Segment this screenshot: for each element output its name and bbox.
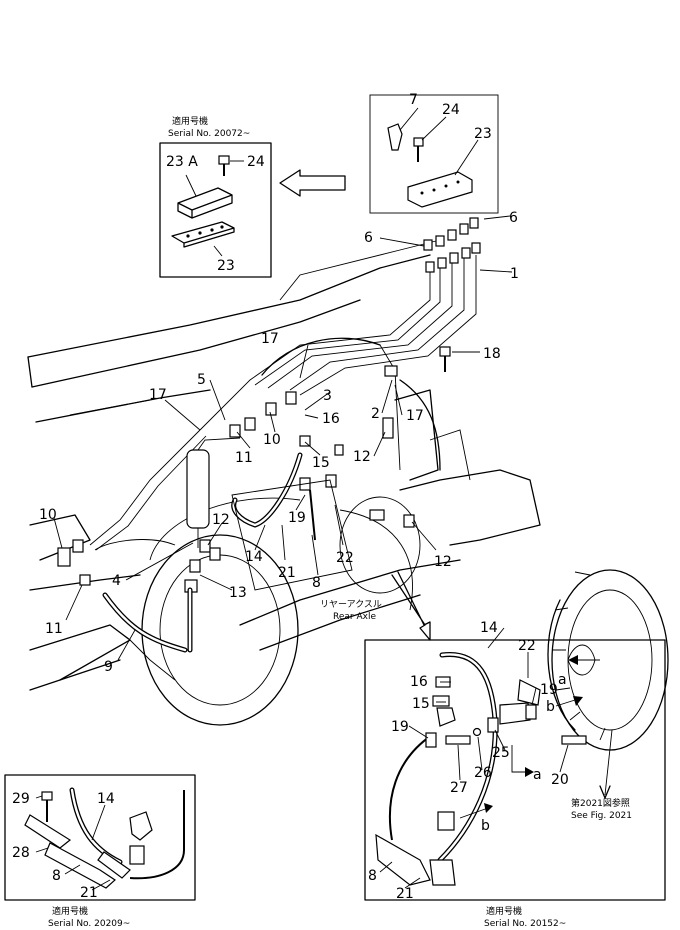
callout-4: 4	[112, 573, 121, 589]
callout-11-main: 11	[235, 450, 253, 466]
plate-23	[171, 221, 235, 248]
bottom-left-inset: 適用号機 Serial No. 20209~ 29 14 28 8 21	[4, 774, 196, 929]
see-fig-jp: 第2021図参照	[571, 797, 630, 809]
accumulator-4	[186, 437, 241, 548]
callout-2: 2	[371, 406, 380, 422]
callout-18: 18	[483, 346, 501, 362]
callout-20: 20	[551, 772, 569, 788]
callout-11-left: 11	[45, 621, 63, 637]
main-diagram: リヤーアクスル Rear Axle 7 24 23 6 6 1 18 17 5	[27, 92, 541, 726]
axle-label-en: Rear Axle	[333, 612, 376, 622]
bottom-right-inset-frame	[364, 639, 666, 901]
callout-28: 28	[12, 845, 30, 861]
top-inset-serial-jp: 適用号機	[172, 115, 208, 127]
callout-b-bottom: b	[481, 818, 490, 834]
callout-a-bottom: a	[533, 767, 542, 783]
callout-23A: 23 A	[166, 154, 198, 170]
bolt-27	[445, 735, 471, 745]
bracket-22	[517, 679, 541, 706]
callout-14-main: 14	[245, 549, 263, 565]
drum	[547, 569, 669, 799]
callout-12-right: 12	[434, 554, 452, 570]
callout-8-main: 8	[312, 575, 321, 591]
washer-26	[472, 727, 482, 737]
callout-12-main: 12	[353, 449, 371, 465]
callout-24-inset: 24	[247, 154, 265, 170]
callout-23: 23	[474, 126, 492, 142]
callout-9: 9	[104, 659, 113, 675]
callout-19-br-left: 19	[391, 719, 409, 735]
callout-24: 24	[442, 102, 460, 118]
callout-17-top: 17	[261, 331, 279, 347]
top-inset-frame	[159, 142, 272, 278]
bolt-24-inset	[218, 155, 244, 176]
br-inset-serial-en: Serial No. 20152~	[484, 919, 566, 929]
callout-15-br: 15	[412, 696, 430, 712]
callout-12-tank: 12	[212, 512, 230, 528]
callout-10-main: 10	[263, 432, 281, 448]
callout-8-br: 8	[368, 868, 377, 884]
callout-a-top: a	[558, 672, 567, 688]
bl-inset-serial-en: Serial No. 20209~	[48, 919, 130, 929]
callout-17-right: 17	[406, 408, 424, 424]
callout-14-bl: 14	[97, 791, 115, 807]
callout-21-main: 21	[278, 565, 296, 581]
bottom-right-inset: 適用号機 Serial No. 20152~ 第2021図参照 See Fig.…	[364, 569, 669, 929]
callout-7: 7	[409, 92, 418, 108]
callout-6-right: 6	[509, 210, 518, 226]
callout-14-br: 14	[480, 620, 498, 636]
block-23-main	[369, 94, 499, 214]
inset-arrow	[279, 169, 346, 197]
callout-23-inset: 23	[217, 258, 235, 274]
fitting-15	[436, 707, 456, 727]
callout-19-main: 19	[288, 510, 306, 526]
bl-inset-serial-jp: 適用号機	[52, 905, 88, 917]
callout-19-br-right: 19	[540, 682, 558, 698]
axle-label-jp: リヤーアクスル	[320, 599, 382, 610]
see-fig-en: See Fig. 2021	[571, 811, 632, 821]
bottom-left-inset-frame	[4, 774, 196, 901]
callout-22-br: 22	[518, 638, 536, 654]
callout-21-bl: 21	[80, 885, 98, 901]
callout-26: 26	[474, 765, 492, 781]
callout-16-br: 16	[410, 674, 428, 690]
callout-8-bl: 8	[52, 868, 61, 884]
callout-16-main: 16	[322, 411, 340, 427]
callout-15-main: 15	[312, 455, 330, 471]
fittings-misc	[57, 365, 415, 593]
callout-6-left: 6	[364, 230, 373, 246]
tube-5	[89, 429, 201, 546]
callout-29: 29	[12, 791, 30, 807]
callout-25: 25	[492, 745, 510, 761]
callout-27: 27	[450, 780, 468, 796]
callout-17-left: 17	[149, 387, 167, 403]
callout-10-left: 10	[39, 507, 57, 523]
bracket-23a	[177, 187, 233, 219]
top-inset: 適用号機 Serial No. 20072~ 23 A 24 23	[159, 115, 272, 278]
fittings-6	[379, 215, 511, 273]
bolt-18	[439, 346, 480, 372]
bolt-29	[41, 791, 53, 801]
callout-1: 1	[510, 266, 519, 282]
callout-5: 5	[197, 372, 206, 388]
callout-3: 3	[323, 388, 332, 404]
bolt-20	[561, 735, 587, 745]
callout-22-main: 22	[336, 550, 354, 566]
callout-13: 13	[229, 585, 247, 601]
br-inset-serial-jp: 適用号機	[486, 905, 522, 917]
detail-box-main	[231, 479, 353, 591]
callout-21-br: 21	[396, 886, 414, 902]
callout-b-top: b	[546, 699, 555, 715]
top-inset-serial-en: Serial No. 20072~	[168, 129, 250, 139]
